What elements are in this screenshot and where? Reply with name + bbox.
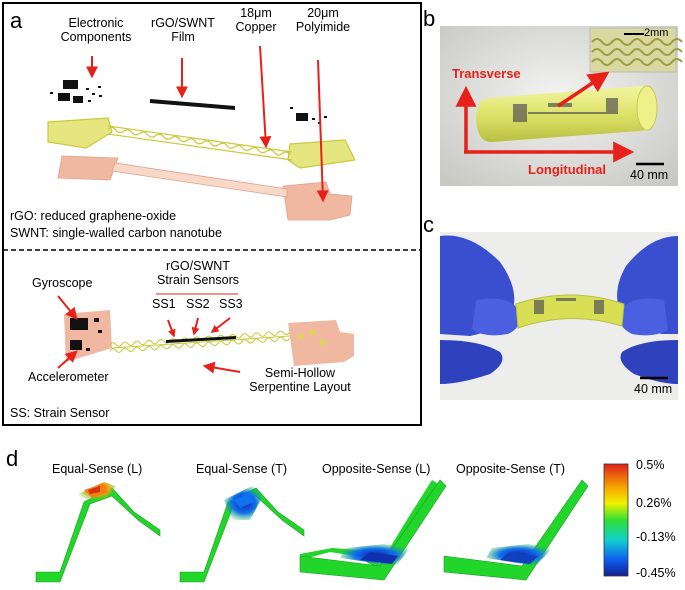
ss1-label: SS1 <box>152 297 176 311</box>
strain-sensors-label: rGO/SWNT Strain Sensors <box>157 259 239 287</box>
colorbar-tick-max: 0.5% <box>636 458 665 472</box>
electronic-components-layer <box>50 80 327 124</box>
rgo-swnt-film-layer <box>150 99 235 110</box>
copper-label: 18μm Copper <box>235 6 277 34</box>
fem-title-equal-sense-l: Equal-Sense (L) <box>52 462 143 476</box>
panel-a-arrows <box>57 45 329 374</box>
panel-b-label: b <box>423 6 436 31</box>
electronic-components-label: Electronic Components <box>60 16 132 44</box>
panel-b-axes <box>455 71 635 163</box>
panel-c-label: c <box>423 212 434 237</box>
fem-title-equal-sense-t: Equal-Sense (T) <box>196 462 288 476</box>
serpentine-layout-label: Semi-Hollow Serpentine Layout <box>249 366 351 394</box>
transverse-label: Transverse <box>452 66 521 81</box>
gyroscope-label: Gyroscope <box>32 276 93 290</box>
abbr-swnt: SWNT: single-walled carbon nanotube <box>10 226 222 240</box>
colorbar-tick-2: 0.26% <box>636 496 672 510</box>
ss3-label: SS3 <box>219 297 243 311</box>
fem-opposite-sense-t <box>443 479 589 581</box>
panel-a-frame <box>2 2 422 426</box>
longitudinal-label: Longitudinal <box>528 162 606 177</box>
assembled-device <box>64 310 354 366</box>
colorbar-tick-3: -0.13% <box>636 530 676 544</box>
panel-a-label: a <box>10 8 23 33</box>
inset-serpentine <box>591 38 683 66</box>
fem-equal-sense-t <box>179 486 305 583</box>
accelerometer-label: Accelerometer <box>28 370 109 384</box>
colorbar-tick-min: -0.45% <box>636 566 676 580</box>
panel-c-scale-label: 40 mm <box>634 382 673 396</box>
abbr-ss: SS: Strain Sensor <box>10 406 110 420</box>
fem-opposite-sense-l <box>299 479 447 581</box>
panel-d-label: d <box>6 446 19 471</box>
ss2-label: SS2 <box>186 297 210 311</box>
rgo-swnt-film-label: rGO/SWNT Film <box>151 16 215 44</box>
inset-scale-label: 2mm <box>644 27 669 39</box>
fem-equal-sense-l <box>35 482 161 583</box>
polyimide-label: 20μm Polyimide <box>295 6 351 34</box>
abbr-rgo: rGO: reduced graphene-oxide <box>10 209 177 223</box>
panel-b-scale-label: 40 mm <box>630 168 669 182</box>
fem-title-opposite-sense-t: Opposite-Sense (T) <box>456 462 566 476</box>
fem-title-opposite-sense-l: Opposite-Sense (L) <box>322 462 431 476</box>
colorbar <box>603 463 629 577</box>
